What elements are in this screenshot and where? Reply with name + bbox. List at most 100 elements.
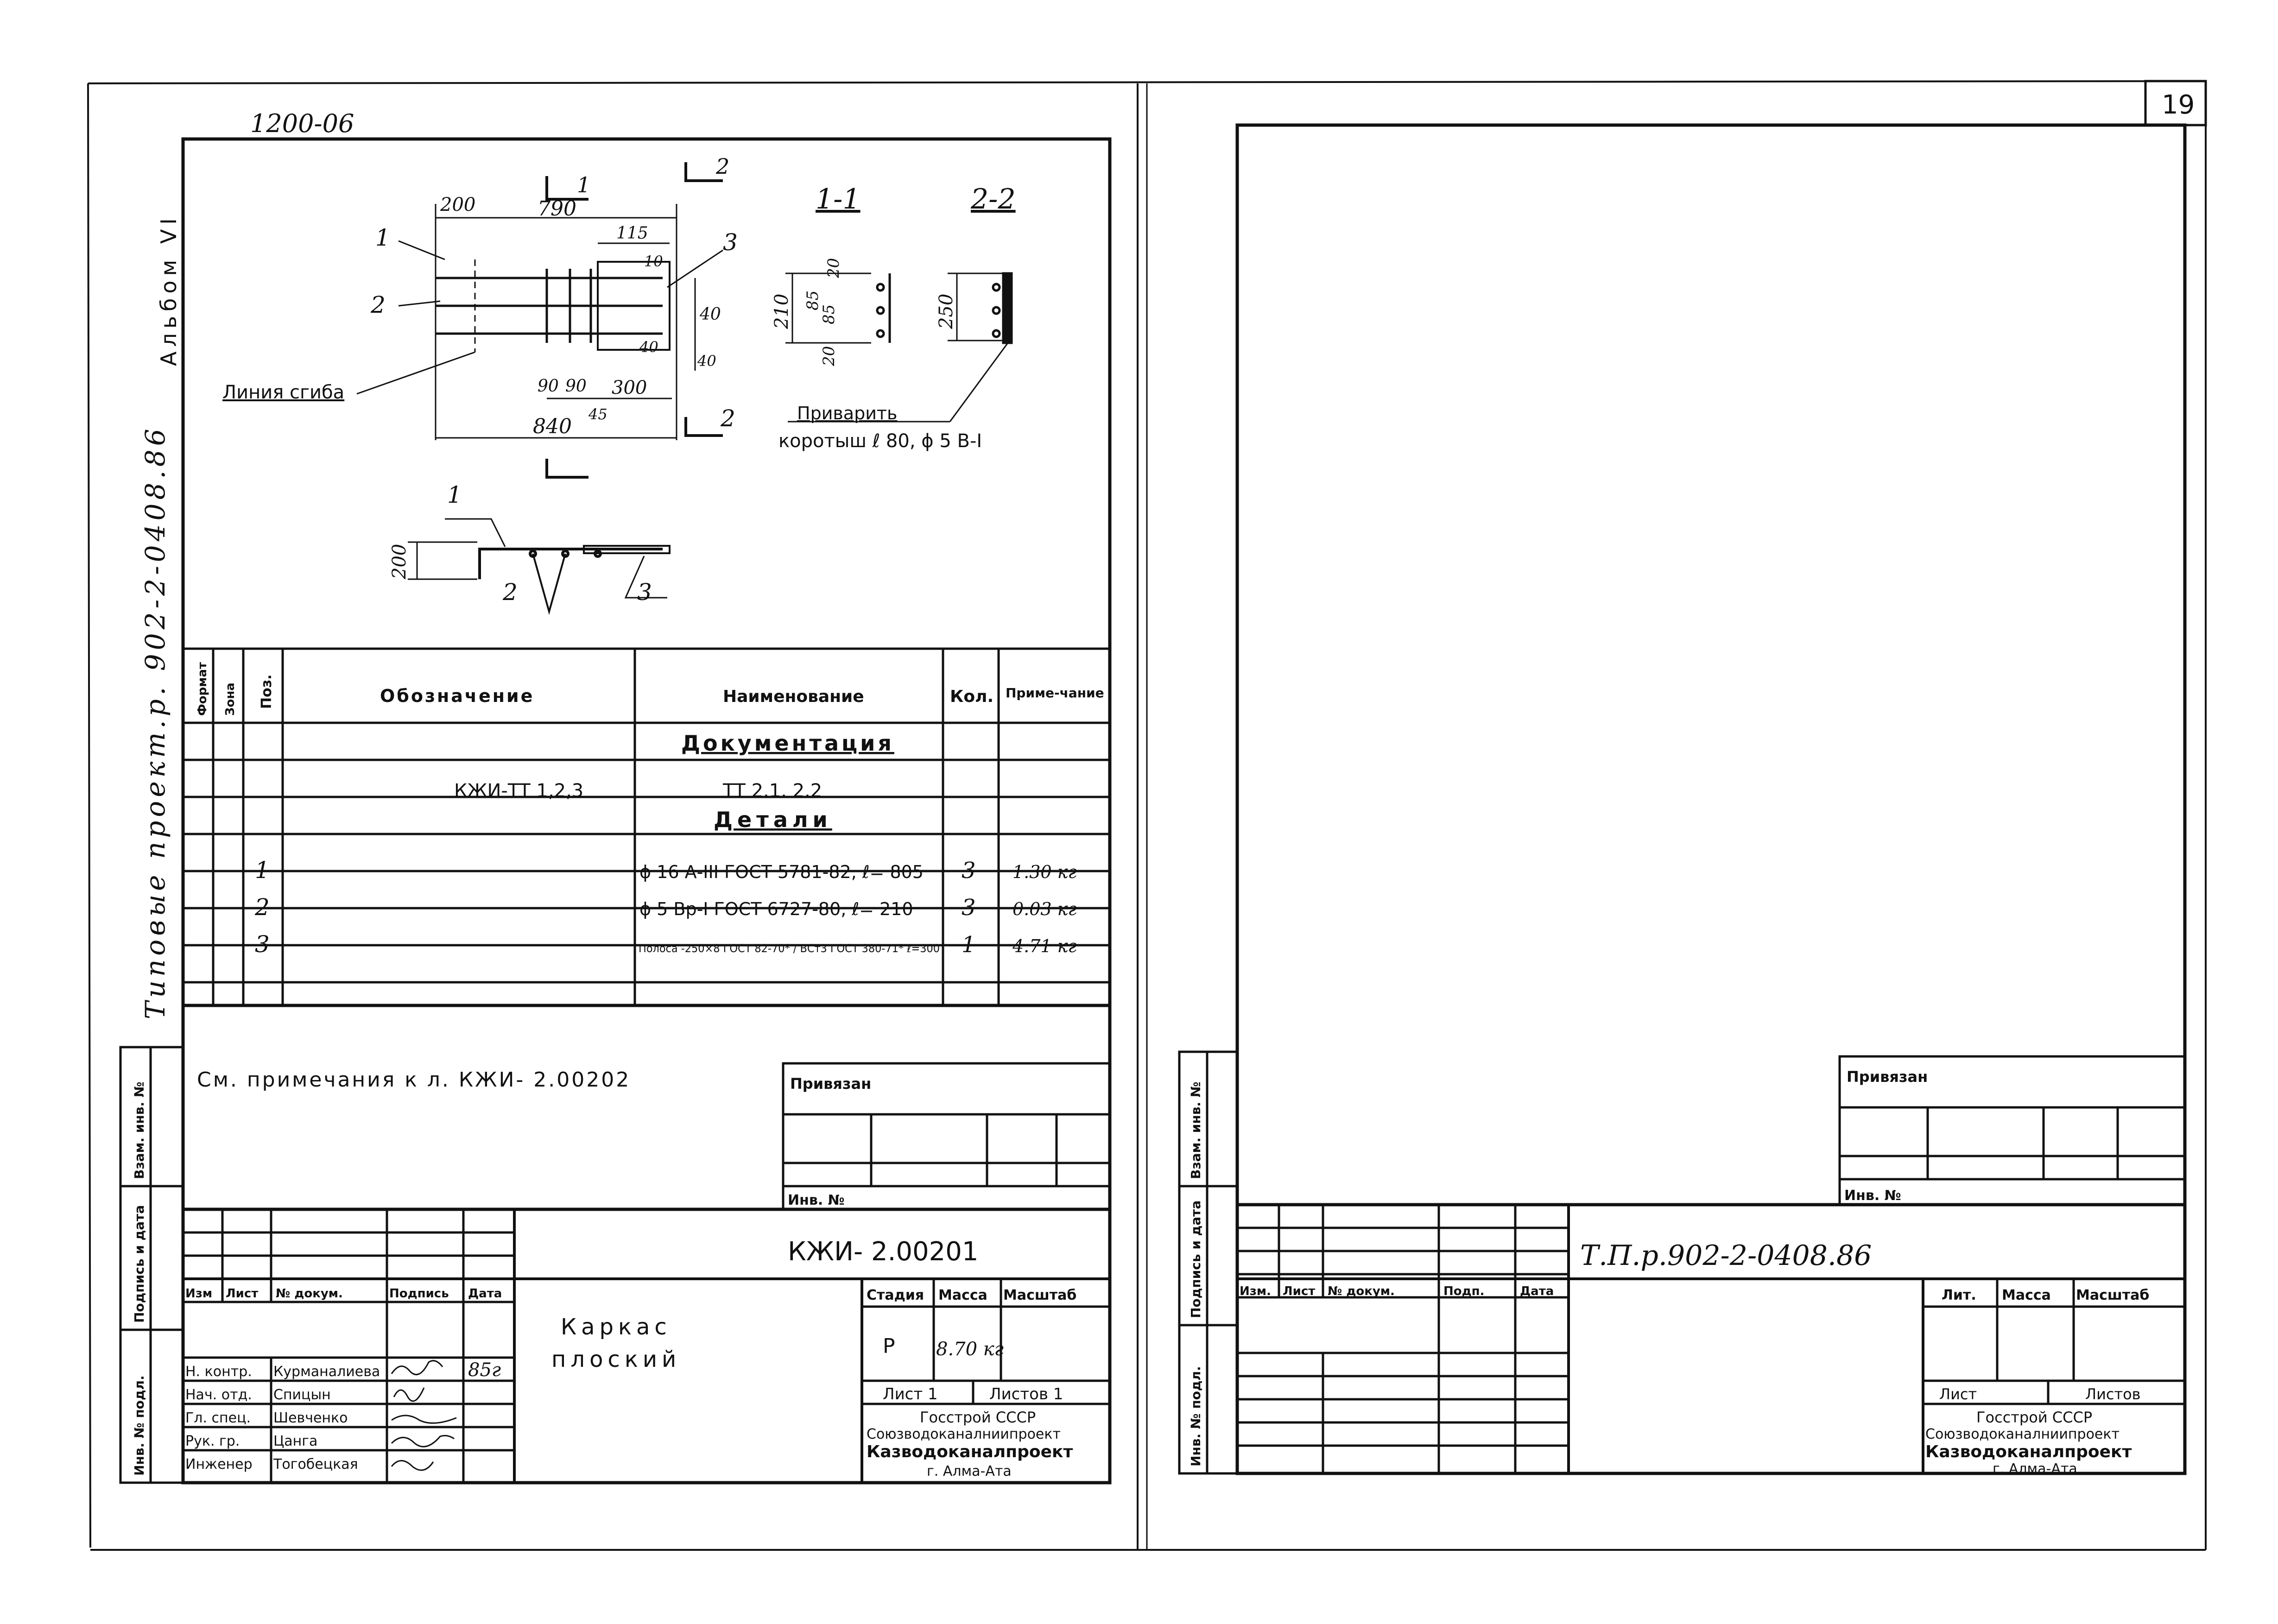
title-line2: плоский xyxy=(551,1346,681,1372)
doc-code-right: Т.П.р.902-2-0408.86 xyxy=(1580,1239,1872,1272)
dim-40-plate: 40 xyxy=(639,338,658,356)
org-line3-right: Казводоканалпроект xyxy=(1925,1442,2132,1461)
right-stamp-podpis: Подпись и дата xyxy=(1188,1201,1203,1318)
person-5-role: Инженер xyxy=(185,1456,253,1472)
masshtab-label-right: Масштаб xyxy=(2076,1287,2149,1303)
inv-no-label-right: Инв. № xyxy=(1844,1188,1901,1204)
right-stamp-inv-vzam: Взам. инв. № xyxy=(1188,1081,1203,1179)
org-line4-right: г. Алма-Ата xyxy=(1993,1461,2077,1477)
spec-row-1-name: ϕ 16 А-III ГОСТ 5781-82, ℓ= 805 xyxy=(639,862,924,882)
dim-20-top-1-1: 20 xyxy=(824,258,843,278)
org-line4-left: г. Алма-Ата xyxy=(927,1463,1012,1479)
privyazan-label-right: Привязан xyxy=(1847,1068,1928,1086)
right-inner-frame xyxy=(1235,123,2187,1475)
callout-1-plan: 1 xyxy=(375,224,390,251)
spec-row-3-pos: 3 xyxy=(255,931,270,958)
doc-code-left: КЖИ- 2.00201 xyxy=(788,1237,979,1267)
col-list-left: Лист xyxy=(226,1287,258,1301)
callout-2-elev: 2 xyxy=(502,579,518,606)
spec-row-1-qty: 3 xyxy=(962,858,976,884)
section-mark-1-top: 1 xyxy=(577,172,590,197)
spec-section-parts: Детали xyxy=(714,807,832,832)
col-docum-right: № докум. xyxy=(1328,1284,1395,1298)
left-inner-frame xyxy=(181,137,1112,1485)
top-border-line xyxy=(88,80,2206,84)
dim-85a-1-1: 85 xyxy=(804,291,822,310)
left-stamp-podpis: Подпись и дата xyxy=(132,1205,147,1323)
massa-label-right: Масса xyxy=(2002,1287,2051,1303)
dim-90a: 90 xyxy=(538,377,559,396)
left-sheet-left-edge xyxy=(87,83,91,1548)
col-podpis-left: Подпись xyxy=(389,1287,449,1301)
person-3-role: Гл. спец. xyxy=(185,1410,251,1426)
bend-leader xyxy=(356,351,475,395)
massa-label: Масса xyxy=(938,1287,987,1303)
left-title-block-grid xyxy=(183,1062,1111,1483)
left-stamp-inv-vzam: Взам. инв. № xyxy=(132,1081,147,1179)
right-stamp-inv-podl: Инв. № подл. xyxy=(1188,1366,1203,1466)
callout-3-elev: 3 xyxy=(637,579,652,606)
dim-40-bottom: 40 xyxy=(697,352,716,370)
weld-note-line1: Приварить xyxy=(797,403,897,423)
spec-row-2-qty: 3 xyxy=(962,895,976,921)
sheets-label-left: Листов 1 xyxy=(989,1385,1063,1403)
dim-45: 45 xyxy=(588,405,607,423)
dim-300: 300 xyxy=(612,377,647,398)
spec-header-zone: Зона xyxy=(223,682,237,716)
spec-row-3-qty: 1 xyxy=(962,932,976,958)
side-album-label: Альбом VI xyxy=(156,214,181,366)
view-1-1-title: 1-1 xyxy=(816,183,861,215)
dim-85b-1-1: 85 xyxy=(820,304,838,324)
spec-row-1-note: 1.30 кг xyxy=(1012,862,1077,882)
spec-header-format: Формат xyxy=(196,662,209,716)
stadia-label: Стадия xyxy=(867,1287,924,1303)
person-3-name: Шевченко xyxy=(273,1410,348,1426)
stadia-value: Р xyxy=(883,1334,895,1358)
spec-row-2-pos: 2 xyxy=(254,894,270,921)
person-1-date: 85г xyxy=(468,1359,501,1381)
dim-790: 790 xyxy=(538,197,576,221)
elevation-drawing xyxy=(408,518,671,615)
page-number: 19 xyxy=(2162,90,2195,120)
dim-840: 840 xyxy=(533,415,572,438)
org-line3-left: Казводоканалпроект xyxy=(867,1442,1073,1461)
spec-row-2-note: 0.03 кг xyxy=(1012,899,1077,919)
left-side-stamp xyxy=(119,1046,184,1484)
general-note: См. примечания к л. КЖИ- 2.00202 xyxy=(197,1068,631,1092)
right-side-stamp xyxy=(1178,1050,1239,1475)
col-izm-left: Изм xyxy=(185,1287,212,1301)
spec-header-note: Приме-чание xyxy=(1006,685,1104,701)
callout-3-plan: 3 xyxy=(723,229,738,256)
weld-note-line2: коротыш ℓ 80, ϕ 5 В-I xyxy=(778,430,982,452)
spec-row-2-name: ϕ 5 Вр-I ГОСТ 6727-80, ℓ= 210 xyxy=(639,899,913,919)
dim-250-2-2: 250 xyxy=(936,294,957,329)
dim-210-1-1: 210 xyxy=(771,294,792,329)
dim-20-bottom-1-1: 20 xyxy=(820,346,838,367)
plan-drawing xyxy=(356,162,723,479)
spec-row-3-name: Полоса -250×8 ГОСТ 82-70* / ВСт3 ГОСТ 38… xyxy=(639,942,940,955)
section-mark-2-bottom: 2 xyxy=(720,405,735,432)
signatures xyxy=(391,1360,457,1471)
person-5-name: Тогобецкая xyxy=(273,1456,358,1472)
top-code: 1200-06 xyxy=(250,109,354,138)
plate-3 xyxy=(597,261,671,351)
spec-row-3-note: 4.71 кг xyxy=(1012,936,1077,956)
spec-row-1-pos: 1 xyxy=(255,857,270,884)
bend-line-label: Линия сгиба xyxy=(222,382,344,403)
dim-90b: 90 xyxy=(565,377,587,396)
person-1-role: Н. контр. xyxy=(185,1364,252,1380)
dim-10: 10 xyxy=(644,253,663,270)
callout-1-elev: 1 xyxy=(447,481,462,508)
sheet-label-left: Лист 1 xyxy=(883,1385,938,1403)
callout-2-plan: 2 xyxy=(370,291,386,318)
section-1-1-drawing xyxy=(785,272,891,344)
person-4-role: Рук. гр. xyxy=(185,1433,240,1449)
side-project-label: Типовые проект.р. 902-2-0408.86 xyxy=(139,425,171,1019)
spec-header-name: Наименование xyxy=(723,687,864,706)
massa-value: 8.70 кг xyxy=(936,1339,1004,1360)
left-stamp-inv-podl: Инв. № подл. xyxy=(132,1375,147,1476)
col-list-right: Лист xyxy=(1283,1284,1315,1298)
col-data-left: Дата xyxy=(468,1287,502,1301)
spec-table-grid xyxy=(183,647,1110,1007)
col-podpis-right: Подп. xyxy=(1443,1284,1484,1298)
